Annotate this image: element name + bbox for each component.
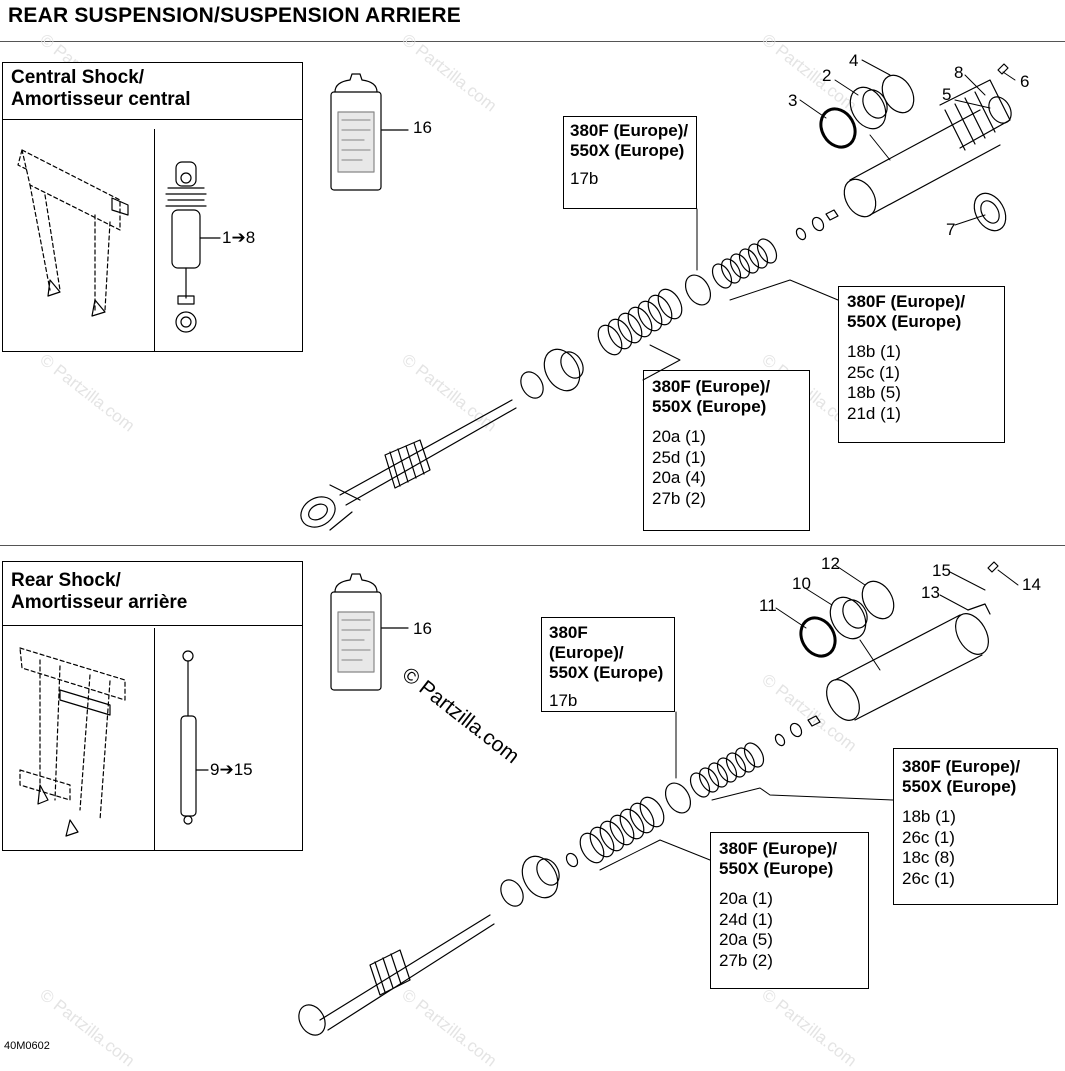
- frame-thumbnail: [17, 149, 121, 311]
- part-label: 6: [1020, 72, 1030, 91]
- part-label: 7: [946, 220, 956, 239]
- callout-part: 20a (1): [652, 427, 706, 446]
- top-divider: [0, 41, 1065, 42]
- callout-part: 20a (4): [652, 468, 706, 487]
- callout-part: 18b (1): [902, 807, 956, 826]
- callout-part: 18c (8): [902, 848, 955, 867]
- callout-heading: 550X (Europe): [549, 663, 664, 682]
- callout-part: 27b (2): [719, 950, 773, 970]
- callout-part: 27b (2): [652, 488, 706, 508]
- frame-thumbnail-solid: [37, 689, 111, 837]
- callout-part: 21d (1): [847, 403, 901, 423]
- callout-heading: 380F (Europe)/: [847, 292, 966, 311]
- callout-heading: 380F (Europe)/: [549, 623, 624, 662]
- callout-heading: 550X (Europe): [652, 397, 767, 416]
- callout-part: 17b: [570, 169, 599, 188]
- part-label: 2: [822, 66, 832, 85]
- shock-thumbnail: [165, 161, 207, 333]
- part-label: 8: [954, 63, 964, 82]
- can-label: 16: [413, 118, 432, 137]
- callout-part: 20a (1): [719, 889, 773, 908]
- part-label: 14: [1022, 575, 1041, 594]
- rear-shock-title-line2: Amortisseur arrière: [11, 592, 188, 613]
- part-label: 11: [759, 596, 777, 615]
- central-shock-exploded: [300, 63, 1012, 531]
- panel-divider: [154, 129, 155, 351]
- rear-shock-range-label: 9➔15: [210, 760, 253, 779]
- callout-part: 20a (5): [719, 930, 773, 949]
- frame-thumbnail-solid: [47, 197, 129, 317]
- rear-shock-panel: Rear Shock/ Amortisseur arrière: [2, 561, 303, 851]
- panel-divider: [154, 628, 155, 850]
- callout-box: 380F (Europe)/ 550X (Europe) 18b (1) 26c…: [893, 748, 1058, 905]
- callout-box: 380F (Europe)/ 550X (Europe) 17b: [541, 617, 675, 712]
- callout-heading: 550X (Europe): [847, 312, 962, 331]
- rear-shock-heading: Rear Shock/ Amortisseur arrière: [3, 562, 302, 626]
- callout-part: 26c (1): [902, 827, 955, 847]
- shock-thumbnail: [180, 650, 197, 825]
- callout-part: 17b: [549, 691, 578, 710]
- part-label: 3: [788, 91, 798, 110]
- callout-heading: 380F (Europe)/: [570, 121, 689, 140]
- central-shock-title-line1: Central Shock/: [11, 67, 145, 88]
- oil-can-icon: [330, 73, 382, 191]
- section-divider: [0, 545, 1065, 546]
- part-label: 5: [942, 85, 952, 104]
- callout-part: 18b (5): [847, 383, 901, 402]
- rear-shock-title-line1: Rear Shock/: [11, 570, 121, 591]
- callout-part: 18b (1): [847, 342, 901, 361]
- callout-heading: 550X (Europe): [902, 777, 1017, 796]
- frame-thumbnail: [19, 647, 126, 821]
- callout-heading: 550X (Europe): [719, 859, 834, 878]
- callout-heading: 380F (Europe)/: [719, 839, 838, 858]
- callout-part: 26c (1): [902, 868, 955, 888]
- diagram-code: 40M0602: [4, 1040, 50, 1052]
- rear-shock-exploded: [298, 561, 999, 1036]
- can-label: 16: [413, 619, 432, 638]
- central-shock-title-line2: Amortisseur central: [11, 89, 191, 110]
- central-shock-panel: Central Shock/ Amortisseur central: [2, 62, 303, 352]
- central-shock-range-label: 1➔8: [222, 228, 256, 247]
- oil-can-icon: [330, 573, 382, 691]
- callout-heading: 380F (Europe)/: [902, 757, 1021, 776]
- callout-box: 380F (Europe)/ 550X (Europe) 20a (1) 24d…: [710, 832, 869, 989]
- callout-part: 25d (1): [652, 447, 706, 467]
- callout-box: 380F (Europe)/ 550X (Europe) 20a (1) 25d…: [643, 370, 810, 531]
- callout-heading: 550X (Europe): [570, 141, 685, 160]
- callout-heading: 380F (Europe)/: [652, 377, 771, 396]
- part-label: 4: [849, 51, 859, 70]
- leader-lines: [599, 564, 1019, 871]
- callout-box: 380F (Europe)/ 550X (Europe) 17b: [563, 116, 697, 209]
- central-shock-heading: Central Shock/ Amortisseur central: [3, 63, 302, 120]
- part-label: 15: [932, 561, 951, 580]
- part-label: 13: [921, 583, 940, 602]
- leader-lines: [642, 59, 1016, 381]
- callout-part: 25c (1): [847, 362, 900, 382]
- callout-box: 380F (Europe)/ 550X (Europe) 18b (1) 25c…: [838, 286, 1005, 443]
- page-title: REAR SUSPENSION/SUSPENSION ARRIERE: [8, 4, 461, 27]
- callout-part: 24d (1): [719, 909, 773, 929]
- part-label: 12: [821, 554, 840, 573]
